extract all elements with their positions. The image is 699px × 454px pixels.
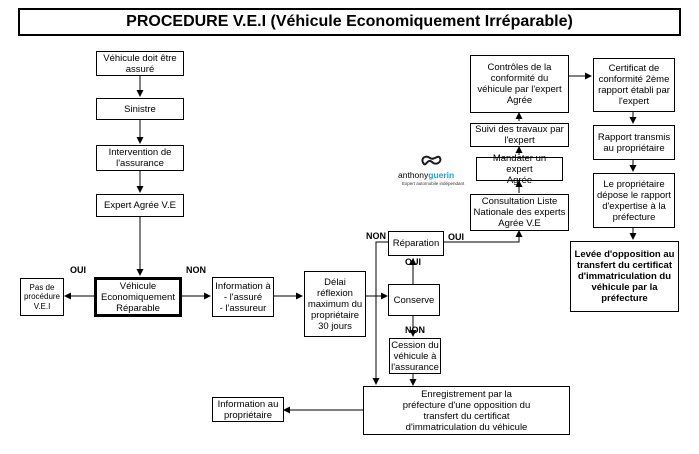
- box-consultation-liste-experts: Consultation Liste Nationale des experts…: [470, 194, 569, 231]
- box-controles-conformite: Contrôles de la conformité du véhicule p…: [470, 55, 569, 113]
- box-certificat-conformite: Certificat de conformité 2ème rapport ét…: [593, 58, 675, 112]
- anthony-guerin-logo-icon: [421, 155, 442, 166]
- box-conserve: Conserve: [388, 284, 440, 316]
- box-delai-reflexion: Délai réflexion maximum du propriétaire …: [304, 271, 366, 337]
- box-cession-vehicule: Cession du véhicule à l'assurance: [389, 338, 441, 374]
- box-rapport-transmis: Rapport transmis au propriétaire: [593, 125, 675, 160]
- box-information-proprietaire: Information au propriétaire: [212, 397, 284, 422]
- box-information-assure-assureur: Information à - l'assuré - l'assureur: [212, 277, 274, 317]
- box-pas-de-procedure: Pas de procédure V.E.I: [20, 278, 64, 316]
- box-expert-agree: Expert Agrée V.E: [96, 194, 184, 217]
- page-title: PROCEDURE V.E.I (Véhicule Economiquement…: [18, 8, 681, 36]
- box-intervention-assurance: Intervention de l'assurance: [96, 145, 184, 171]
- logo-subtitle: Expert automobile indépendant: [402, 181, 465, 186]
- box-sinistre: Sinistre: [96, 98, 184, 120]
- box-enregistrement-prefecture: Enregistrement par la préfecture d'une o…: [363, 386, 570, 435]
- label-oui-pas-procedure: OUI: [70, 265, 87, 275]
- logo-wordmark: anthonyguerin: [398, 170, 455, 180]
- box-vehicule-assure: Véhicule doit être assuré: [96, 51, 184, 76]
- box-reparation: Réparation: [388, 231, 444, 256]
- label-non-reparation: NON: [366, 231, 386, 241]
- box-mandater-expert: Mandater un expert Agrée: [476, 153, 563, 186]
- label-oui-reparation: OUI: [448, 232, 465, 242]
- label-non-cession: NON: [405, 325, 425, 335]
- label-non-information: NON: [186, 265, 206, 275]
- label-oui-conserve: OUI: [405, 257, 422, 267]
- box-vehicule-reparable: Véhicule Economiquement Réparable: [94, 277, 182, 317]
- box-depose-rapport: Le propriétaire dépose le rapport d'expe…: [593, 173, 675, 228]
- box-suivi-travaux: Suivi des travaux par l'expert: [470, 123, 569, 147]
- box-levee-opposition: Levée d'opposition au transfert du certi…: [570, 241, 679, 312]
